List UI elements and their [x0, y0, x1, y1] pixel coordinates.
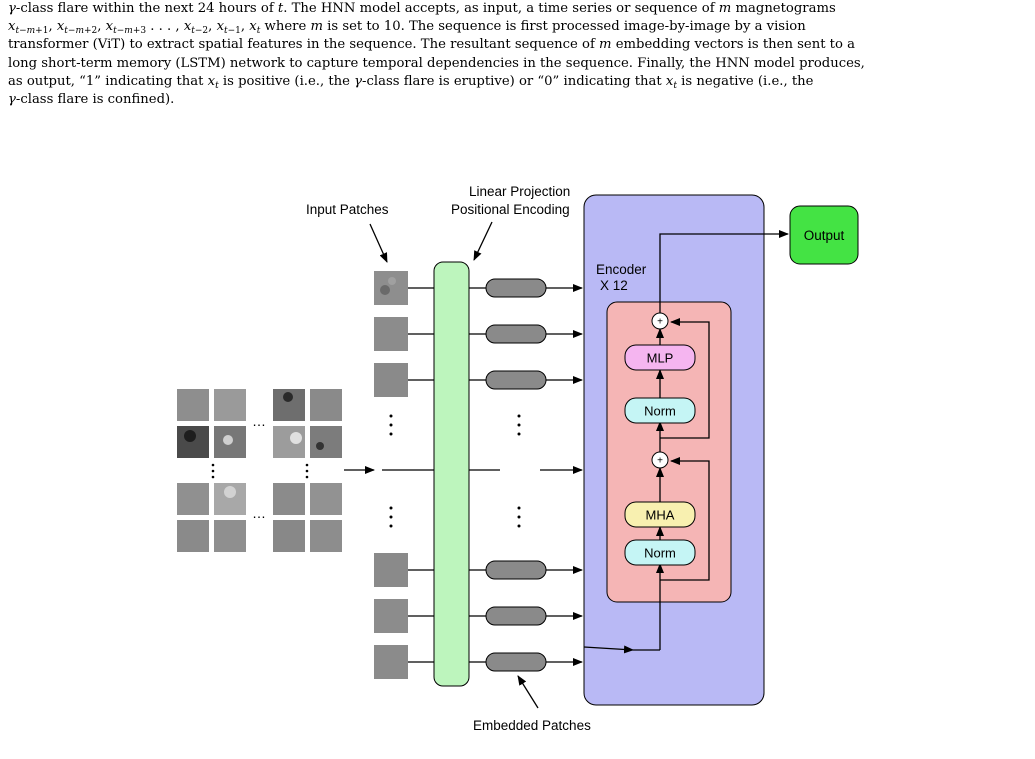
magnetogram-tile — [214, 520, 246, 552]
linear-projection-label: Linear Projection — [469, 184, 570, 199]
magnetogram-tile — [177, 426, 209, 458]
magnetogram-tile — [177, 483, 209, 515]
paragraph-line-2: xt−m+1, xt−m+2, xt−m+3 . . . , xt−2, xt−… — [8, 19, 806, 37]
mha-block — [624, 501, 696, 528]
embedding-pill — [485, 324, 547, 344]
input-patch — [374, 645, 408, 679]
embedding-pill — [485, 370, 547, 390]
svg-text:…: … — [252, 413, 266, 429]
input-patches-label: Input Patches — [306, 202, 389, 217]
magnetogram-tile — [310, 389, 342, 421]
magnetogram-tile — [310, 426, 342, 458]
embedding-pill — [485, 606, 547, 626]
paragraph-line-4: long short-term memory (LSTM) network to… — [8, 55, 865, 71]
input-patch — [374, 271, 408, 305]
input-patches-pointer — [369, 223, 388, 263]
output-label: Output — [804, 228, 845, 243]
embedded-patches-pointer — [517, 675, 539, 709]
magnetogram-tile — [310, 520, 342, 552]
magnetogram-tile — [177, 389, 209, 421]
encoder-repeat-label: X 12 — [600, 278, 628, 293]
linear-projection-pointer — [473, 221, 493, 261]
plus-symbol: + — [657, 317, 663, 328]
norm-block-bottom — [624, 539, 696, 566]
paragraph-line-3: transformer (ViT) to extract spatial fea… — [8, 37, 855, 53]
magnetogram-tile — [273, 520, 305, 552]
linear-projection-block — [433, 261, 470, 687]
positional-encoding-label: Positional Encoding — [451, 202, 570, 217]
embedding-pill — [485, 560, 547, 580]
paragraph-line-1: γ-class flare within the next 24 hours o… — [8, 1, 836, 16]
mlp-label: MLP — [647, 351, 674, 366]
embedding-pill — [485, 652, 547, 672]
embedding-pill — [485, 278, 547, 298]
input-patches — [374, 271, 521, 679]
magnetogram-tile — [214, 389, 246, 421]
embedding-arrows — [540, 284, 583, 666]
patch-connectors — [382, 287, 434, 663]
paragraph-line-6: γ-class flare is confined). — [8, 92, 175, 108]
magnetogram-sequence: … … — [177, 389, 375, 552]
projection-connectors — [469, 287, 500, 663]
input-patch — [374, 317, 408, 351]
embedded-patches — [485, 278, 547, 672]
plus-symbol: + — [657, 456, 663, 467]
norm-label-bottom: Norm — [644, 546, 676, 561]
input-patch — [374, 363, 408, 397]
svg-text:…: … — [252, 505, 266, 521]
embedded-patches-label: Embedded Patches — [473, 718, 591, 733]
magnetogram-tile — [310, 483, 342, 515]
magnetogram-tile — [177, 520, 209, 552]
residual-add-top — [651, 312, 669, 330]
encoder-flow — [583, 230, 789, 654]
magnetogram-tile — [273, 483, 305, 515]
paragraph-line-5: as output, “1” indicating that xt is pos… — [8, 73, 814, 91]
output-block — [789, 205, 859, 265]
residual-add-bottom — [651, 451, 669, 469]
mlp-block — [624, 344, 696, 371]
norm-block-top — [624, 397, 696, 424]
norm-label-top: Norm — [644, 404, 676, 419]
encoder-label: Encoder — [596, 262, 647, 277]
caption-paragraph: γ-class flare within the next 24 hours o… — [8, 0, 1030, 109]
input-patch — [374, 599, 408, 633]
input-patch — [374, 553, 408, 587]
mha-label: MHA — [646, 508, 675, 523]
